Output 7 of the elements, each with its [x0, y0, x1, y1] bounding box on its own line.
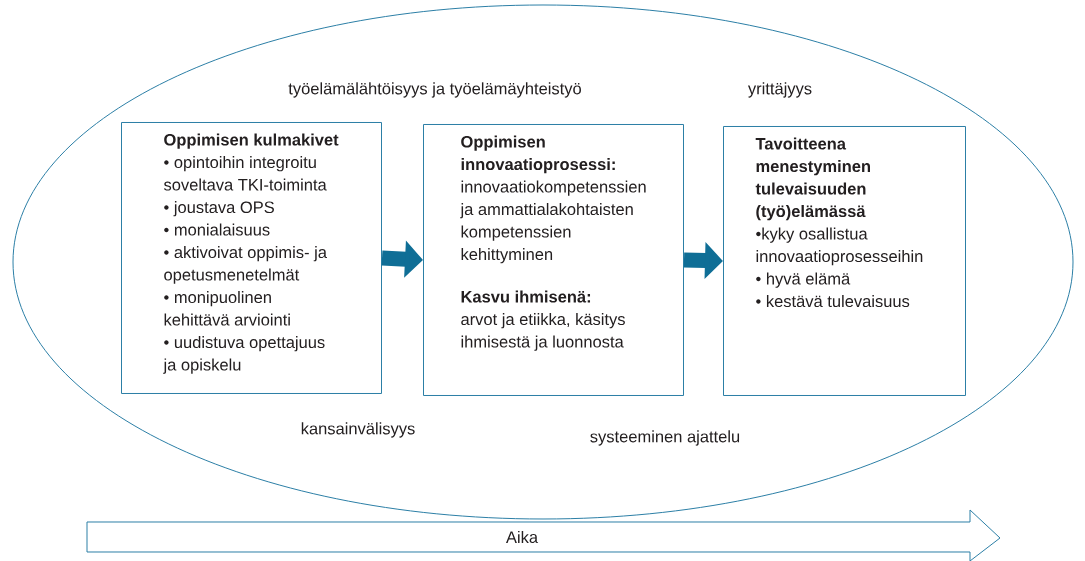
text-box: Tavoitteena menestyminen tulevaisuuden (työ)elämässä •kyky osallistua innovaatioprosesseihin • hyvä elämä • kestävä tulevaisuus [723, 126, 966, 396]
theme-label: yrittäjyys [747, 82, 812, 98]
theme-label: kansainvälisyys [301, 422, 415, 438]
text-box: Oppimisen innovaatioprosessi: innovaatiokompetenssien ja ammattialakohtaisten kompetenssien kehittyminen Kasvu ihmisenä: arvot ja etiikka, käsitys ihmisestä ja luonnosta [423, 124, 684, 396]
theme-label: systeeminen ajattelu [590, 430, 740, 446]
theme-label: työelämälähtöisyys ja työelämäyhteistyö [288, 82, 581, 98]
text-box: Oppimisen kulmakivet • opintoihin integroitu soveltava TKI-toiminta • joustava OPS • monialaisuus • aktivoivat oppimis- ja opetusmenetelmät • monipuolinen kehittävä arviointi • uudistuva opettajuus ja opiskelu [121, 122, 382, 394]
